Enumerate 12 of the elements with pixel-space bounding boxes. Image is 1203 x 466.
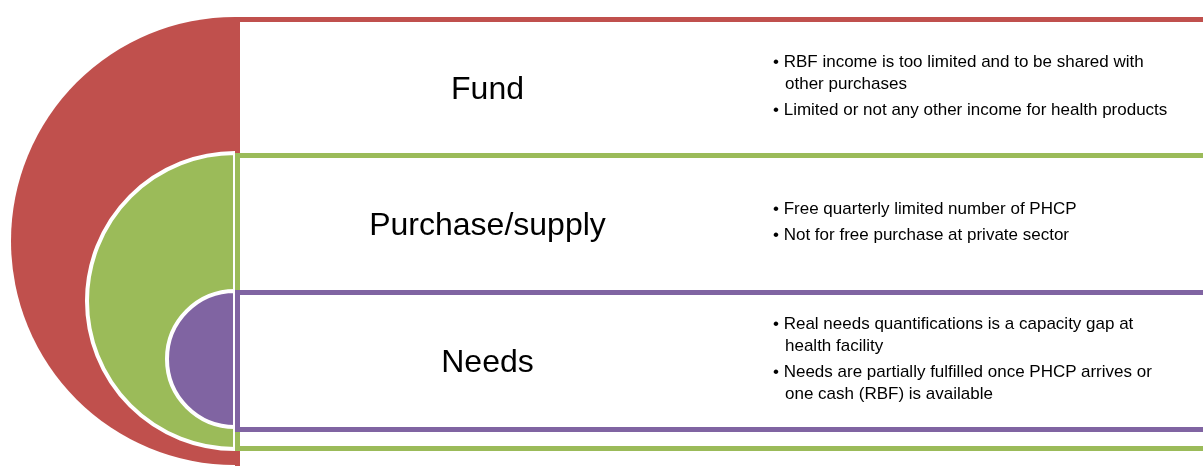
band-heading: Purchase/supply bbox=[369, 205, 606, 244]
bullet-item: • Free quarterly limited number of PHCP bbox=[773, 198, 1078, 220]
band-heading: Needs bbox=[441, 342, 534, 381]
bullet-item: • Not for free purchase at private sector bbox=[773, 224, 1071, 246]
bullet-item: • Limited or not any other income for health products bbox=[773, 98, 1168, 121]
band-outline bbox=[235, 17, 1203, 466]
band-heading: Fund bbox=[451, 68, 524, 108]
bullet-item: • Needs are partially fulfilled once PHCP arrives or one cash (RBF) is available bbox=[773, 361, 1153, 405]
band-outline bbox=[235, 153, 1203, 451]
bullet-item: • RBF income is too limited and to be shared with other purchases bbox=[773, 50, 1145, 95]
bullet-item: • Real needs quantifications is a capacity gap at health facility bbox=[773, 313, 1135, 357]
band-outline bbox=[235, 290, 1203, 432]
